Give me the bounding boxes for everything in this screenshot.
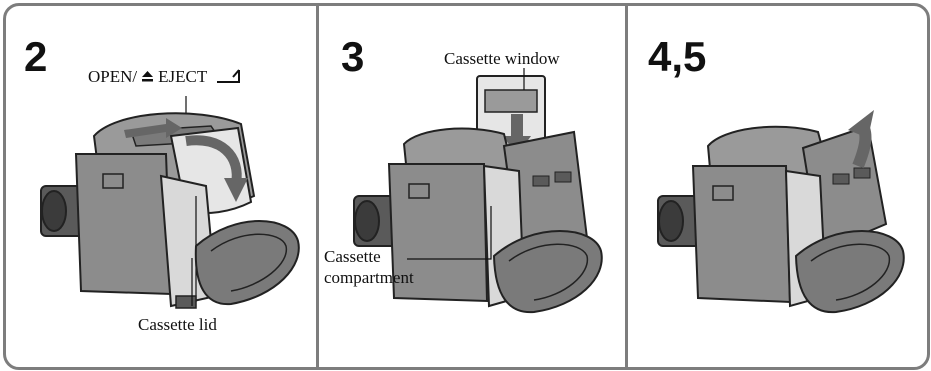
cassette-compartment-label: Cassette compartment — [324, 246, 414, 289]
panel-step-3: 3 Cassette window — [319, 6, 627, 367]
panel-step-2: 2 OPEN/EJECT — [6, 6, 318, 367]
cassette-lid-label: Cassette lid — [138, 316, 217, 335]
cassette-compartment-line2: compartment — [324, 267, 414, 288]
camcorder-cassette-insert-illustration — [319, 6, 627, 367]
camcorder-lid-closing-illustration — [628, 6, 927, 367]
cassette-compartment-line1: Cassette — [324, 246, 414, 267]
instruction-frame: 2 OPEN/EJECT — [3, 3, 930, 370]
panel-step-4-5: 4,5 — [628, 6, 927, 367]
camcorder-lid-opening-illustration — [6, 6, 318, 367]
